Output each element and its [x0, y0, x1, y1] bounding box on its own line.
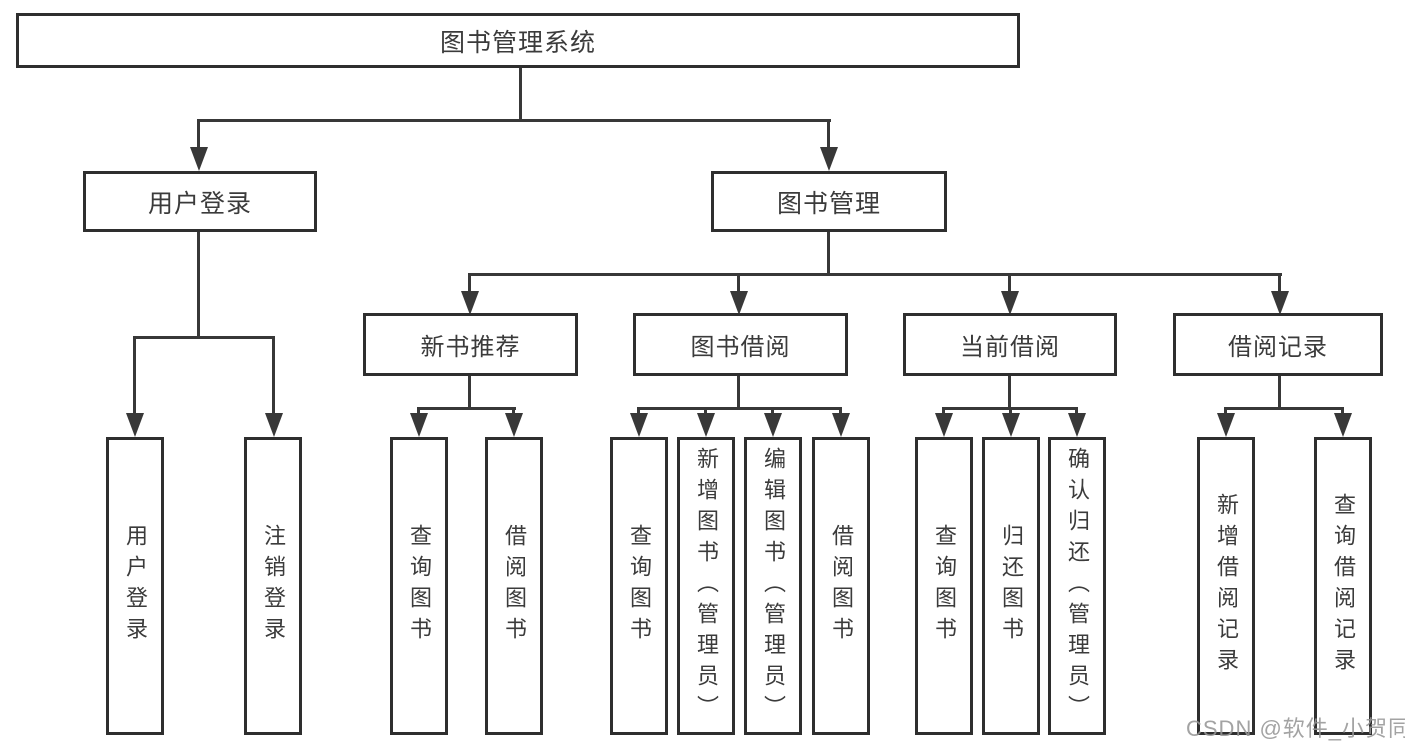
connector-user-trunk [197, 232, 200, 336]
connector-g4-trunk [1278, 376, 1281, 407]
node-new-book-rec-label: 新书推荐 [420, 334, 521, 361]
arrowhead-down-icon [1002, 413, 1020, 437]
arrowhead-down-icon [630, 413, 648, 437]
arrowhead-down-icon [1001, 291, 1019, 315]
leaf-edit-book-admin: 编辑图书（管理员） [744, 437, 802, 735]
connector-g1-stem2 [512, 407, 515, 414]
connector-g2-stem4 [839, 407, 842, 414]
leaf-query-borrow-record-label: 查询借阅记录 [1331, 493, 1356, 679]
leaf-logout-label: 注销登录 [261, 524, 286, 648]
leaf-add-borrow-record-label: 新增借阅记录 [1214, 493, 1239, 679]
connector-level2-branch [469, 273, 1282, 276]
arrowhead-down-icon [1334, 413, 1352, 437]
arrowhead-down-icon [697, 413, 715, 437]
connector-g1-stem1 [417, 407, 420, 414]
leaf-borrow-books-1: 借阅图书 [485, 437, 543, 735]
leaf-confirm-return-admin: 确认归还（管理员） [1048, 437, 1106, 735]
arrowhead-down-icon [265, 413, 283, 437]
leaf-add-book-admin-label: 新增图书（管理员） [694, 446, 719, 726]
node-book-mgmt: 图书管理 [711, 171, 947, 232]
arrowhead-down-icon [1217, 413, 1235, 437]
leaf-borrow-books-2: 借阅图书 [812, 437, 870, 735]
csdn-watermark: CSDN @软件_小贺同学 [1186, 716, 1405, 741]
leaf-query-books-1-label: 查询图书 [407, 524, 432, 648]
node-borrow-records-label: 借阅记录 [1228, 334, 1328, 361]
leaf-query-books-3: 查询图书 [915, 437, 973, 735]
arrowhead-down-icon [126, 413, 144, 437]
connector-g2-trunk [737, 376, 740, 407]
connector-g2-stem3 [771, 407, 774, 414]
connector-stem-borrow-record [1278, 273, 1281, 292]
connector-g1-branch [419, 407, 516, 410]
leaf-borrow-books-2-label: 借阅图书 [829, 524, 854, 648]
leaf-edit-book-admin-label: 编辑图书（管理员） [761, 446, 786, 726]
leaf-query-books-1: 查询图书 [390, 437, 448, 735]
leaf-user-login-label: 用户登录 [123, 524, 148, 648]
node-library-system: 图书管理系统 [16, 13, 1020, 68]
leaf-borrow-books-1-label: 借阅图书 [502, 524, 527, 648]
connector-g3-trunk [1008, 376, 1011, 407]
connector-mgmt-trunk [827, 232, 830, 273]
arrowhead-down-icon [505, 413, 523, 437]
connector-stem-current-borrow [1008, 273, 1011, 292]
connector-g2-stem2 [704, 407, 707, 414]
connector-level1-branch [198, 119, 831, 122]
connector-g4-stem2 [1341, 407, 1344, 414]
connector-stem-login [133, 336, 136, 414]
connector-g4-stem1 [1224, 407, 1227, 414]
connector-stem-book-borrow [737, 273, 740, 292]
leaf-query-books-3-label: 查询图书 [932, 524, 957, 648]
leaf-query-books-2-label: 查询图书 [627, 524, 652, 648]
arrowhead-down-icon [410, 413, 428, 437]
connector-stem-user-login [197, 119, 200, 148]
connector-g3-stem2 [1009, 407, 1012, 414]
leaf-query-borrow-record: 查询借阅记录 [1314, 437, 1372, 735]
leaf-confirm-return-admin-label: 确认归还（管理员） [1065, 446, 1090, 726]
connector-g2-stem1 [637, 407, 640, 414]
arrowhead-down-icon [832, 413, 850, 437]
arrowhead-down-icon [764, 413, 782, 437]
connector-g1-trunk [468, 376, 471, 407]
leaf-logout: 注销登录 [244, 437, 302, 735]
node-current-borrow: 当前借阅 [903, 313, 1117, 376]
connector-user-branch [133, 336, 275, 339]
leaf-user-login: 用户登录 [106, 437, 164, 735]
arrowhead-down-icon [730, 291, 748, 315]
node-current-borrow-label: 当前借阅 [960, 334, 1060, 361]
node-borrow-records: 借阅记录 [1173, 313, 1383, 376]
leaf-add-book-admin: 新增图书（管理员） [677, 437, 735, 735]
connector-root-trunk [519, 68, 522, 119]
node-book-borrow-label: 图书借阅 [690, 334, 791, 361]
node-user-login-label: 用户登录 [147, 189, 252, 218]
connector-g3-stem1 [942, 407, 945, 414]
node-library-system-label: 图书管理系统 [439, 28, 596, 57]
arrowhead-down-icon [935, 413, 953, 437]
arrowhead-down-icon [461, 291, 479, 315]
arrowhead-down-icon [1271, 291, 1289, 315]
connector-g4-branch [1226, 407, 1344, 410]
node-book-borrow: 图书借阅 [633, 313, 848, 376]
node-book-mgmt-label: 图书管理 [776, 189, 881, 218]
connector-g3-stem3 [1075, 407, 1078, 414]
leaf-return-book-label: 归还图书 [999, 524, 1024, 648]
arrowhead-down-icon [1068, 413, 1086, 437]
leaf-query-books-2: 查询图书 [610, 437, 668, 735]
node-user-login: 用户登录 [83, 171, 317, 232]
arrowhead-down-icon [820, 147, 838, 171]
connector-stem-new-book [468, 273, 471, 292]
leaf-return-book: 归还图书 [982, 437, 1040, 735]
arrowhead-down-icon [190, 147, 208, 171]
node-new-book-rec: 新书推荐 [363, 313, 578, 376]
leaf-add-borrow-record: 新增借阅记录 [1197, 437, 1255, 735]
connector-stem-book-mgmt [827, 119, 830, 148]
connector-stem-logout [272, 336, 275, 414]
connector-g2-branch [639, 407, 842, 410]
